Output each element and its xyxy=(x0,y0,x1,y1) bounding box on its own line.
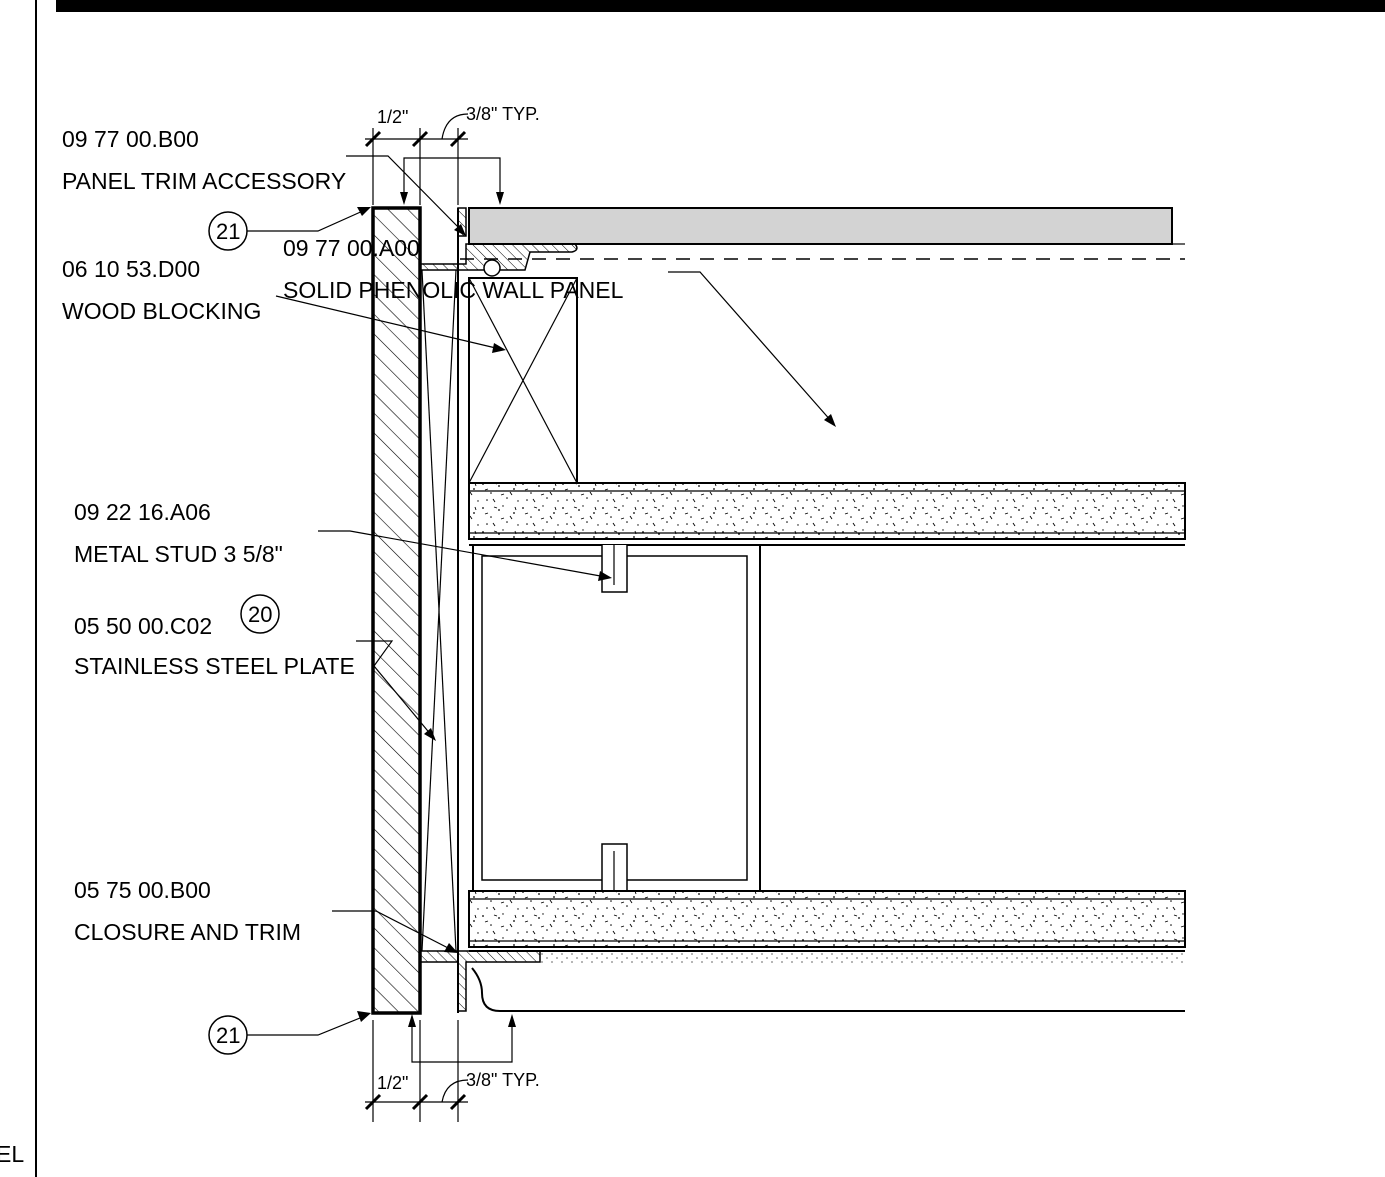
arrow-wall-panel xyxy=(824,414,836,427)
tag-text-top: 21 xyxy=(216,219,240,244)
dim-bottom-half-inch: 1/2" xyxy=(377,1073,408,1093)
header-bar xyxy=(56,0,1385,12)
label-closure-name: CLOSURE AND TRIM xyxy=(74,919,301,945)
arrow-trim-accessory xyxy=(454,224,466,236)
dim-top-arrow-left xyxy=(400,192,408,205)
dim-bottom-tick-3 xyxy=(449,1093,467,1111)
label-steel-plate-name: STAINLESS STEEL PLATE xyxy=(74,653,355,679)
phenolic-panel-top xyxy=(468,207,1173,245)
arrow-metal-stud xyxy=(598,571,612,581)
leader-steel-plate xyxy=(356,640,433,737)
metal-stud-outer xyxy=(472,544,761,892)
gypsum-board-upper xyxy=(468,482,1186,540)
label-metal-stud-code: 09 22 16.A06 xyxy=(74,499,211,525)
wood-blocking-x2 xyxy=(468,277,578,484)
dim-bottom-typ: 3/8" TYP. xyxy=(466,1070,540,1090)
dim-top-half-inch: 1/2" xyxy=(377,107,408,127)
tag-arrow-bottom xyxy=(357,1011,371,1022)
tag-text-bottom: 21 xyxy=(216,1023,240,1048)
dim-bottom-tick-1 xyxy=(364,1093,382,1111)
leader-wood-blocking xyxy=(275,295,501,350)
label-metal-stud-name: METAL STUD 3 5/8" xyxy=(74,541,283,567)
tag-leader-top xyxy=(247,209,366,232)
tag-text-middle: 20 xyxy=(248,602,272,627)
cavity-x2 xyxy=(421,269,457,952)
tag-bubble-middle xyxy=(240,594,280,634)
gypsum-board-lower xyxy=(468,890,1186,948)
label-wall-panel-code: 09 77 00.A00 xyxy=(283,235,420,261)
dim-bottom-arrow-left xyxy=(408,1014,416,1027)
dim-top-typ-leader xyxy=(441,113,469,140)
dim-top-tick-3 xyxy=(449,130,467,148)
dim-bottom-arrow-right xyxy=(508,1014,516,1027)
arrow-wood-blocking xyxy=(492,343,506,353)
closure-trim-bottom xyxy=(419,950,541,1012)
panel-lower-edge xyxy=(471,967,1185,1012)
tag-leader-bottom xyxy=(247,1015,366,1036)
leader-metal-stud xyxy=(318,530,607,578)
label-steel-plate-code: 05 50 00.C02 xyxy=(74,613,212,639)
label-trim-accessory-name: PANEL TRIM ACCESSORY xyxy=(62,168,346,194)
dim-bottom-tick-2 xyxy=(411,1093,429,1111)
dim-top-arrow-bracket xyxy=(403,157,501,200)
arrow-steel-plate xyxy=(424,728,436,741)
dim-top-tick-2 xyxy=(411,130,429,148)
dim-top-arrow-right xyxy=(496,192,504,205)
arrow-closure xyxy=(444,943,458,953)
dim-top-tick-1 xyxy=(364,130,382,148)
label-wood-blocking-name: WOOD BLOCKING xyxy=(62,298,261,324)
tag-arrow-top xyxy=(357,207,371,216)
label-wall-panel-name: SOLID PHENOLIC WALL PANEL xyxy=(283,277,624,303)
edge-text: EL xyxy=(0,1141,24,1167)
dim-bottom-arrow-bracket xyxy=(411,1020,513,1063)
label-trim-accessory-code: 09 77 00.B00 xyxy=(62,126,199,152)
fastener-head-top xyxy=(483,259,501,277)
leader-trim-accessory xyxy=(346,155,463,232)
label-wood-blocking-code: 06 10 53.D00 xyxy=(62,256,200,282)
dim-top-typ: 3/8" TYP. xyxy=(466,104,540,124)
panel-lower-dotted xyxy=(540,951,1185,963)
dim-bottom-typ-leader xyxy=(441,1079,469,1103)
leader-closure xyxy=(332,910,453,951)
leader-wall-panel xyxy=(668,271,833,423)
label-closure-code: 05 75 00.B00 xyxy=(74,877,211,903)
